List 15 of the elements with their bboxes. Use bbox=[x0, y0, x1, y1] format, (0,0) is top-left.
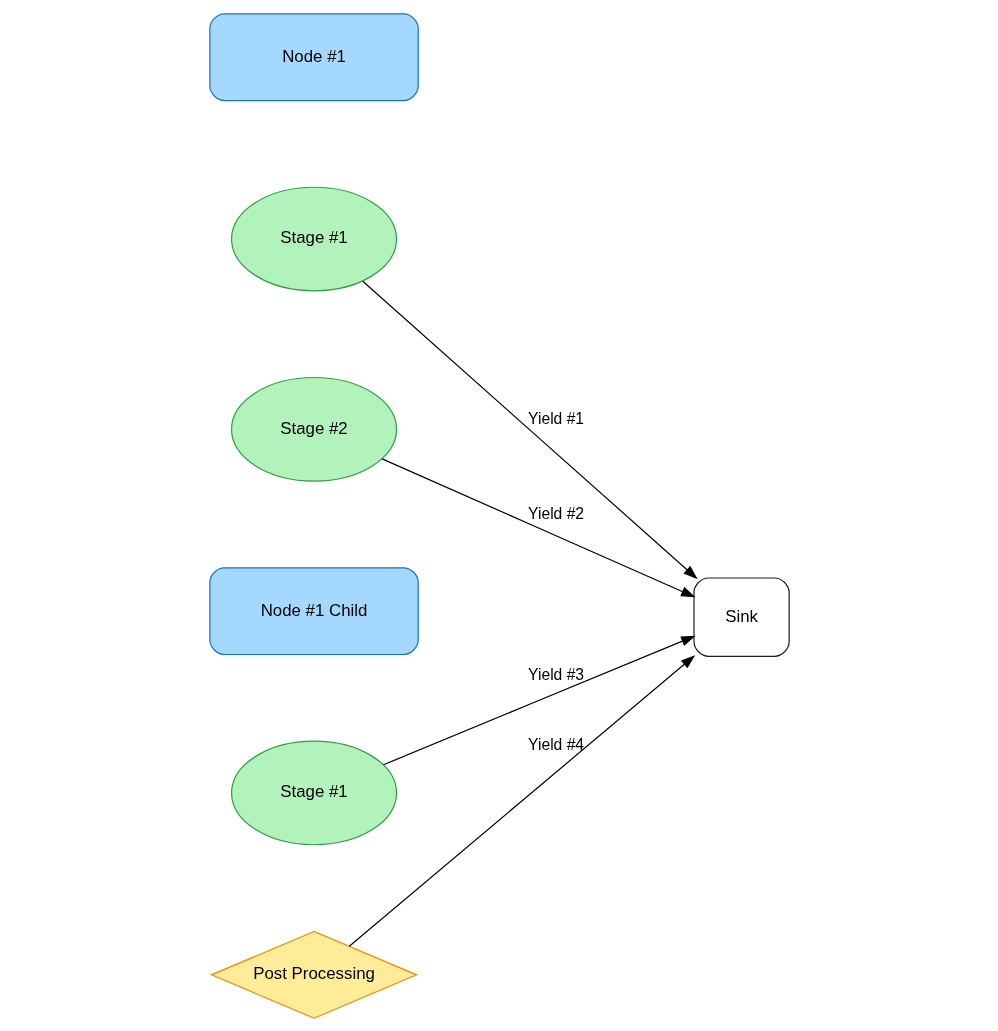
node-box: Node #1 Child bbox=[208, 566, 419, 655]
node-ellipse: Stage #1 bbox=[230, 186, 397, 291]
node-box: Sink bbox=[692, 576, 790, 657]
node-diamond: Post Processing bbox=[209, 930, 418, 1019]
node-ellipse: Stage #2 bbox=[230, 376, 397, 482]
edge-label: Yield #2 bbox=[527, 504, 584, 522]
arrow bbox=[361, 280, 698, 579]
node-ellipse: Stage #1 bbox=[230, 740, 397, 845]
arrow bbox=[381, 457, 695, 597]
edge-label: Yield #3 bbox=[527, 665, 584, 683]
node-box: Node #1 bbox=[208, 12, 419, 101]
edge-label: Yield #1 bbox=[527, 409, 584, 427]
arrow bbox=[348, 654, 695, 947]
edge-label: Yield #4 bbox=[527, 735, 584, 753]
arrow bbox=[382, 635, 696, 765]
